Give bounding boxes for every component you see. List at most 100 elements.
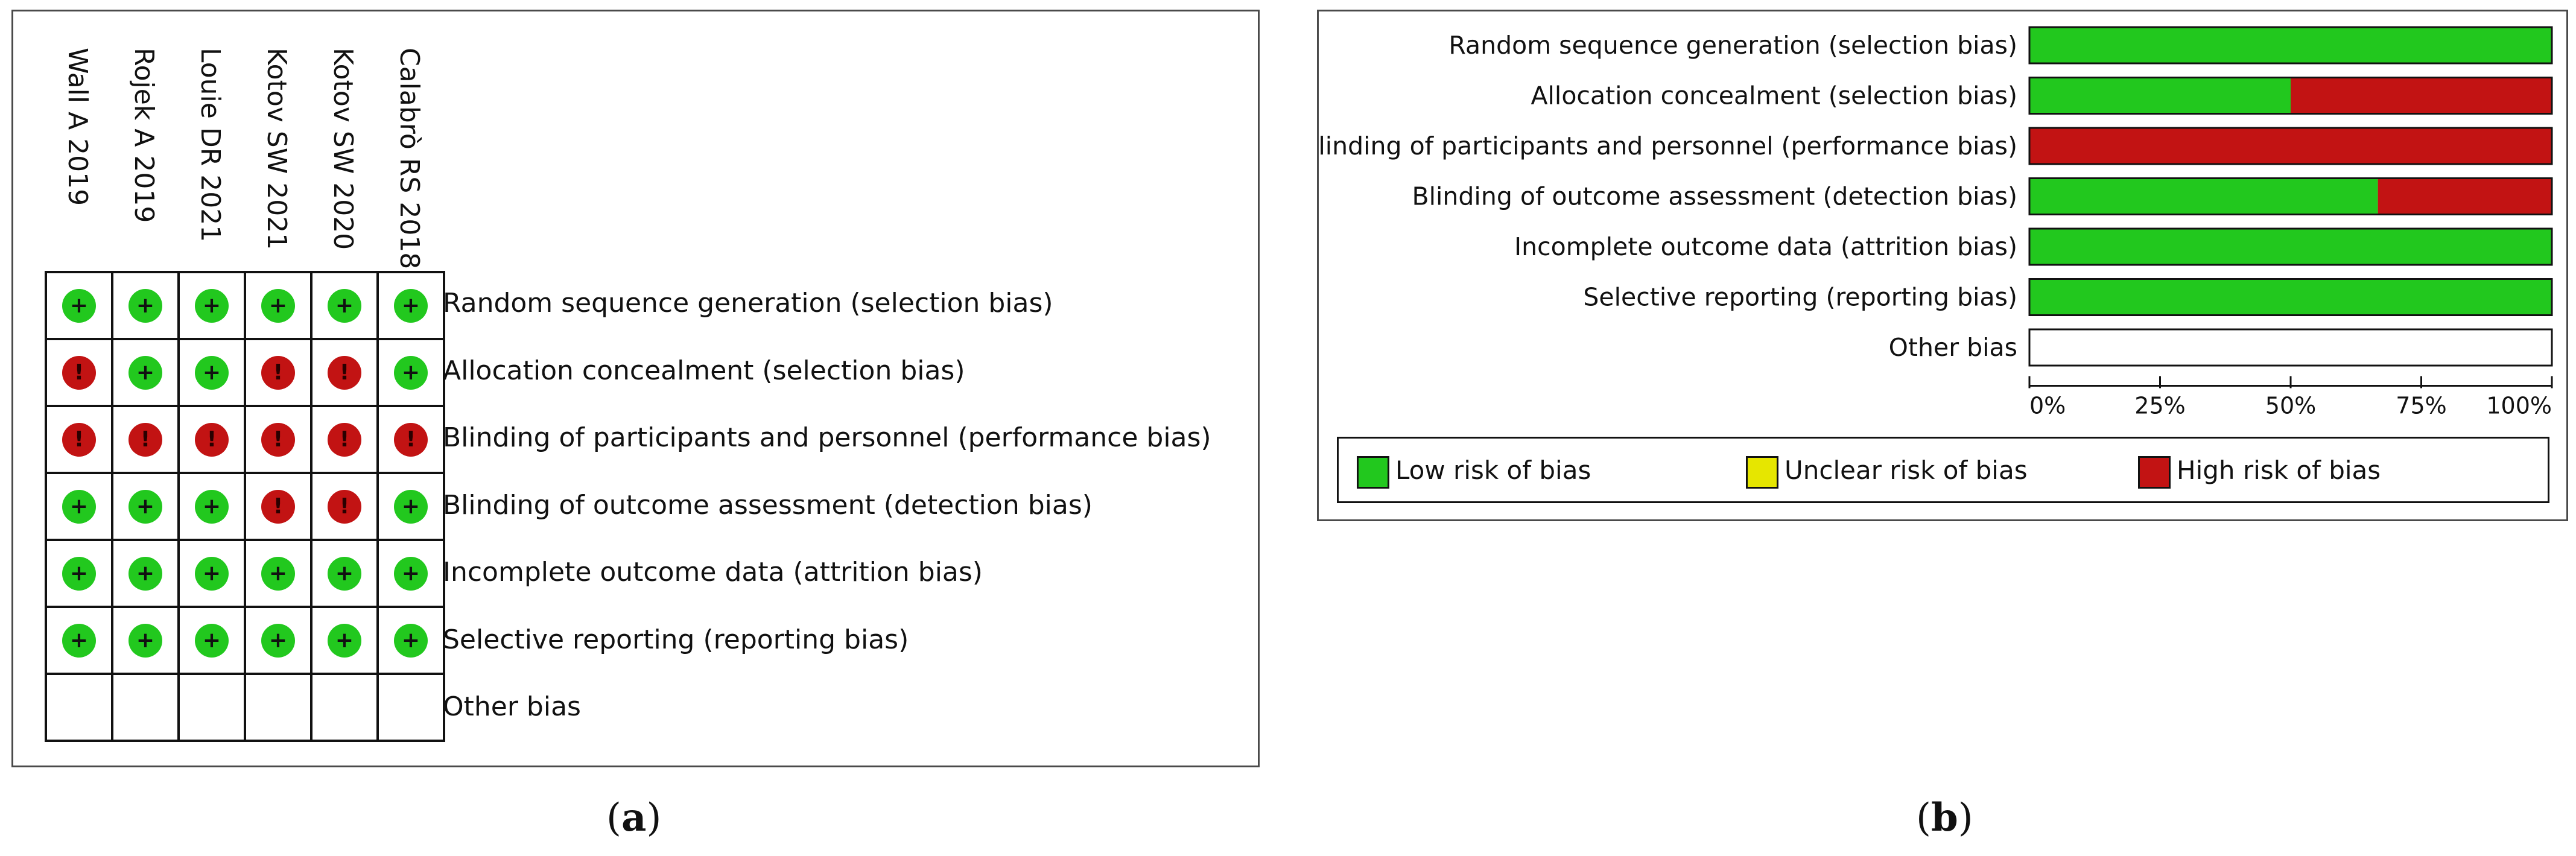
bar-domain-label: Allocation concealment (selection bias) <box>1531 81 2017 110</box>
grid-cell: ! <box>45 338 113 407</box>
study-label: Wall A 2019 <box>62 48 93 206</box>
low-risk-icon: + <box>394 489 428 524</box>
grid-cell: + <box>177 472 246 541</box>
low-risk-icon: + <box>128 489 162 524</box>
summary-domain-label: Selective reporting (reporting bias) <box>443 624 909 655</box>
low-risk-icon: + <box>62 489 96 524</box>
grid-cell: + <box>310 539 379 608</box>
summary-domain-label: Other bias <box>443 691 581 722</box>
grid-cell <box>376 673 445 742</box>
bar-outline <box>2028 77 2553 115</box>
grid-cell: + <box>111 472 180 541</box>
grid-cell: ! <box>244 405 312 474</box>
grid-row: + + +!! + <box>45 472 445 541</box>
grid-row: + + + + + + <box>45 606 445 675</box>
grid-cell <box>111 673 180 742</box>
bar-segment-high <box>2291 77 2552 114</box>
bar-outline <box>2028 177 2553 215</box>
grid-cell: + <box>376 271 445 340</box>
risk-of-bias-bar-chart: Random sequence generation (selection bi… <box>1319 26 2553 419</box>
high-risk-icon: ! <box>328 355 361 390</box>
bar-domain-label: Incomplete outcome data (attrition bias) <box>1514 232 2017 261</box>
x-tick-label: 25% <box>2134 393 2185 419</box>
bar-segment-high <box>2029 128 2552 164</box>
grid-cell: + <box>244 606 312 675</box>
low-risk-icon: + <box>128 623 162 658</box>
high-risk-icon: ! <box>62 355 96 390</box>
low-risk-icon: + <box>128 288 162 323</box>
grid-cell: ! <box>244 472 312 541</box>
summary-domain-label: Incomplete outcome data (attrition bias) <box>443 557 983 588</box>
high-risk-icon: ! <box>62 422 96 457</box>
x-tick-label: 75% <box>2396 393 2446 419</box>
grid-cell: + <box>177 271 246 340</box>
bar-segment-high <box>2378 178 2552 215</box>
low-risk-icon: + <box>394 623 428 658</box>
grid-cell: + <box>177 539 246 608</box>
high-risk-icon: ! <box>261 355 295 390</box>
low-risk-icon: + <box>128 556 162 591</box>
risk-of-bias-grid: ++++++!++!!+!!!!!!+++!!+++++++++++++ <box>45 271 445 742</box>
grid-cell: + <box>45 606 113 675</box>
grid-cell <box>177 673 246 742</box>
bar-domain-label: Other bias <box>1889 333 2017 362</box>
low-risk-icon: + <box>261 623 295 658</box>
legend-label-unclear: Unclear risk of bias <box>1784 455 2028 485</box>
high-risk-icon: ! <box>128 422 162 457</box>
low-risk-icon: + <box>261 556 295 591</box>
caption-b: (b) <box>1916 795 1973 840</box>
low-risk-icon: + <box>328 288 361 323</box>
summary-domain-label: Allocation concealment (selection bias) <box>443 355 965 386</box>
low-risk-icon: + <box>195 288 229 323</box>
grid-cell: + <box>111 539 180 608</box>
high-risk-icon: ! <box>261 489 295 524</box>
bar-domain-label: Random sequence generation (selection bi… <box>1448 31 2017 60</box>
legend-item-unclear: Unclear risk of bias <box>1746 454 2028 489</box>
caption-a: (a) <box>606 795 662 840</box>
bar-segment-low <box>2029 178 2378 215</box>
grid-cell: + <box>111 606 180 675</box>
grid-cell: + <box>244 271 312 340</box>
bar-domain-label: Blinding of participants and personnel (… <box>1319 132 2017 160</box>
grid-row: + + + + + + <box>45 271 445 340</box>
grid-cell: + <box>376 606 445 675</box>
x-tick-label: 0% <box>2029 393 2066 419</box>
bar-outline <box>2028 127 2553 165</box>
legend-swatch-low <box>1357 455 1389 489</box>
bar-segment-low <box>2029 279 2552 315</box>
study-label: Louie DR 2021 <box>195 48 226 243</box>
grid-cell: ! <box>310 472 379 541</box>
grid-row: ! + +!! + <box>45 338 445 407</box>
grid-cell: ! <box>177 405 246 474</box>
grid-cell: ! <box>310 338 379 407</box>
high-risk-icon: ! <box>328 422 361 457</box>
bar-outline <box>2028 227 2553 266</box>
bar-domain-label: Selective reporting (reporting bias) <box>1583 283 2017 312</box>
study-label: Kotov SW 2021 <box>261 48 292 250</box>
grid-cell: ! <box>111 405 180 474</box>
low-risk-icon: + <box>62 556 96 591</box>
low-risk-icon: + <box>394 556 428 591</box>
grid-cell: + <box>310 271 379 340</box>
bar-outline <box>2028 278 2553 316</box>
low-risk-icon: + <box>195 355 229 390</box>
low-risk-icon: + <box>195 623 229 658</box>
grid-cell: + <box>310 606 379 675</box>
x-tick-label: 100% <box>2486 393 2552 419</box>
bar-outline <box>2028 328 2553 367</box>
grid-cell: + <box>177 606 246 675</box>
legend-swatch-unclear <box>1746 455 1778 489</box>
grid-cell: ! <box>244 338 312 407</box>
grid-cell: ! <box>45 405 113 474</box>
high-risk-icon: ! <box>261 422 295 457</box>
bar-segment-low <box>2029 77 2291 114</box>
grid-cell: + <box>244 539 312 608</box>
low-risk-icon: + <box>394 355 428 390</box>
low-risk-icon: + <box>62 623 96 658</box>
summary-domain-label: Random sequence generation (selection bi… <box>443 288 1053 319</box>
bar-segment-low <box>2029 27 2552 63</box>
low-risk-icon: + <box>328 556 361 591</box>
grid-cell: + <box>111 338 180 407</box>
grid-cell: + <box>45 271 113 340</box>
summary-domain-label: Blinding of outcome assessment (detectio… <box>443 489 1093 521</box>
